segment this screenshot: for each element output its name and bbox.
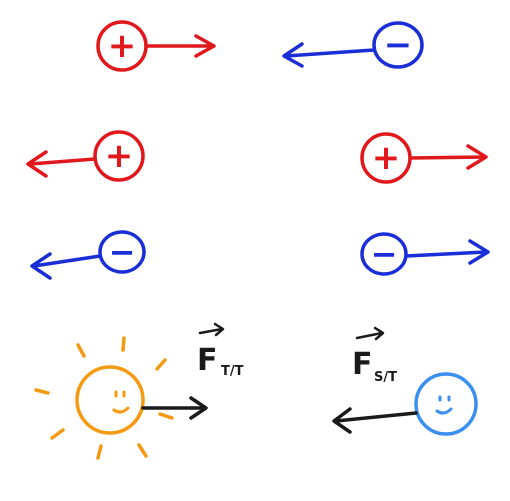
vector-arrow-mark — [198, 322, 225, 337]
force-arrow-left — [282, 42, 376, 68]
force-arrow-earth-on-sun — [332, 407, 418, 434]
force-subscript: T/T — [221, 364, 244, 379]
negative-sign: − — [371, 235, 398, 273]
force-arrow-sun-on-earth — [141, 396, 208, 420]
positive-sign: + — [372, 138, 401, 178]
sun-circle — [75, 365, 145, 435]
sun-rays — [34, 336, 174, 460]
force-label-earth: F S/T — [352, 326, 397, 385]
negative-sign: − — [384, 25, 413, 65]
row1-positive-charge-group: + — [96, 20, 216, 72]
positive-sign: + — [105, 136, 134, 176]
earth-face-icon — [435, 395, 453, 415]
negative-charge-circle — [360, 232, 408, 276]
row3-left-negative-group: − — [30, 230, 146, 280]
force-label-sun: F T/T — [197, 322, 244, 379]
negative-sign: − — [109, 233, 136, 271]
sun-group: F T/T — [34, 322, 244, 460]
row1-negative-charge-group: − — [282, 21, 424, 69]
earth-group: F S/T — [332, 326, 478, 436]
force-arrow-left — [26, 150, 97, 178]
row2-left-positive-group: + — [26, 130, 145, 182]
force-symbol: F — [352, 347, 373, 382]
positive-charge-circle — [93, 130, 145, 182]
positive-sign: + — [108, 26, 137, 66]
force-arrow-right — [404, 239, 490, 265]
force-symbol: F — [197, 343, 218, 378]
negative-charge-circle — [98, 230, 146, 274]
force-arrow-left — [30, 252, 102, 280]
force-arrow-right — [408, 144, 488, 170]
vector-arrow-mark — [355, 326, 385, 341]
force-subscript: S/T — [374, 370, 397, 385]
sun-face-icon — [112, 390, 130, 414]
negative-charge-circle — [372, 21, 424, 69]
row3-right-negative-group: − — [360, 232, 490, 276]
row2-right-positive-group: + — [360, 132, 488, 184]
earth-circle — [414, 372, 478, 436]
force-arrow-right — [144, 34, 216, 58]
